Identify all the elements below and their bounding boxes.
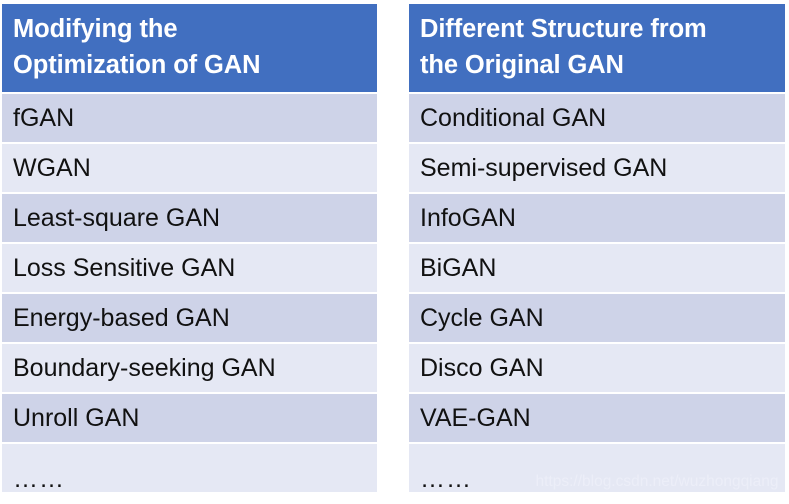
table-row-ellipsis: ……	[2, 444, 377, 492]
table-row: Energy-based GAN	[2, 294, 377, 342]
table-row: BiGAN	[409, 244, 785, 292]
table-header-different-structure: Different Structure from the Original GA…	[409, 4, 785, 92]
table-row: VAE-GAN	[409, 394, 785, 442]
table-row: Boundary-seeking GAN	[2, 344, 377, 392]
table-header-modifying-optimization: Modifying the Optimization of GAN	[2, 4, 377, 92]
table-row-ellipsis: ……	[409, 444, 785, 492]
table-row: WGAN	[2, 144, 377, 192]
table-row: Semi-supervised GAN	[409, 144, 785, 192]
table-row: InfoGAN	[409, 194, 785, 242]
table-row: Disco GAN	[409, 344, 785, 392]
table-row: Cycle GAN	[409, 294, 785, 342]
gan-category-table-left: Modifying the Optimization of GAN fGAN W…	[2, 4, 377, 492]
table-row: Conditional GAN	[409, 94, 785, 142]
table-row: Least-square GAN	[2, 194, 377, 242]
table-row: Loss Sensitive GAN	[2, 244, 377, 292]
table-row: fGAN	[2, 94, 377, 142]
table-row: Unroll GAN	[2, 394, 377, 442]
gan-category-table-right: Different Structure from the Original GA…	[409, 4, 785, 492]
